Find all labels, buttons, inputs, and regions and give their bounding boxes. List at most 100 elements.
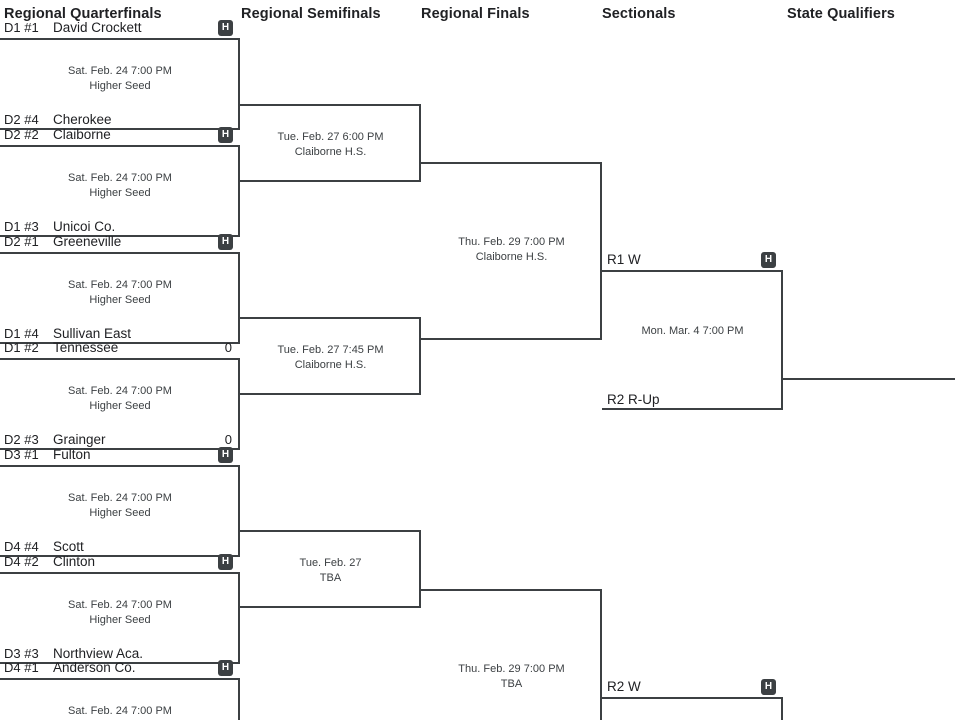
team-row[interactable]: D1 #3 Unicoi Co. bbox=[0, 217, 240, 237]
matchup-info: Sat. Feb. 24 7:00 PM bbox=[0, 704, 240, 719]
matchup-frame bbox=[0, 678, 240, 720]
team-row[interactable]: D2 #3 Grainger 0 bbox=[0, 430, 240, 450]
team-seed: D1 #1 bbox=[4, 20, 39, 35]
team-score: 0 bbox=[224, 432, 232, 447]
matchup-info: Tue. Feb. 27 6:00 PM Claiborne H.S. bbox=[240, 130, 421, 160]
matchup-datetime: Sat. Feb. 24 7:00 PM bbox=[68, 279, 172, 291]
matchup-datetime: Tue. Feb. 27 7:45 PM bbox=[277, 344, 384, 356]
team-seed: D4 #1 bbox=[4, 660, 39, 675]
matchup-frame bbox=[0, 465, 240, 557]
matchup-info: Thu. Feb. 29 7:00 PM TBA bbox=[421, 662, 602, 692]
matchup-info: Tue. Feb. 27 TBA bbox=[240, 556, 421, 586]
host-badge-icon: H bbox=[218, 234, 233, 250]
team-row[interactable]: D4 #1 Anderson Co. H bbox=[0, 658, 240, 678]
team-name: R2 W bbox=[607, 679, 641, 694]
matchup-info: Sat. Feb. 24 7:00 PM Higher Seed bbox=[0, 278, 240, 308]
matchup-frame bbox=[0, 358, 240, 450]
team-name: Sullivan East bbox=[53, 326, 132, 341]
matchup-info: Mon. Mar. 4 7:00 PM bbox=[602, 324, 783, 339]
matchup-venue: Higher Seed bbox=[89, 400, 151, 412]
matchup-venue: Claiborne H.S. bbox=[294, 146, 367, 158]
team-name: Claiborne bbox=[53, 127, 111, 142]
team-row[interactable]: R2 R-Up bbox=[602, 390, 783, 410]
matchup-frame bbox=[0, 38, 240, 130]
matchup-datetime: Thu. Feb. 29 7:00 PM bbox=[458, 663, 565, 675]
team-seed: D2 #1 bbox=[4, 234, 39, 249]
team-seed: D2 #4 bbox=[4, 112, 39, 127]
team-name: Fulton bbox=[53, 447, 91, 462]
matchup-frame bbox=[602, 697, 783, 720]
host-badge-icon: H bbox=[218, 660, 233, 676]
round-header: State Qualifiers bbox=[787, 6, 895, 22]
matchup-venue: Claiborne H.S. bbox=[294, 359, 367, 371]
matchup-datetime: Thu. Feb. 29 7:00 PM bbox=[458, 236, 565, 248]
matchup-venue: Higher Seed bbox=[89, 614, 151, 626]
host-badge-icon: H bbox=[761, 679, 776, 695]
team-name: David Crockett bbox=[53, 20, 142, 35]
team-seed: D1 #3 bbox=[4, 219, 39, 234]
matchup-datetime: Tue. Feb. 27 6:00 PM bbox=[277, 131, 384, 143]
team-row[interactable]: D1 #4 Sullivan East bbox=[0, 324, 240, 344]
matchup-datetime: Sat. Feb. 24 7:00 PM bbox=[68, 705, 172, 717]
matchup-venue: TBA bbox=[500, 678, 523, 690]
matchup-info: Sat. Feb. 24 7:00 PM Higher Seed bbox=[0, 598, 240, 628]
matchup-datetime: Sat. Feb. 24 7:00 PM bbox=[68, 599, 172, 611]
matchup-frame bbox=[240, 317, 421, 395]
team-seed: D4 #2 bbox=[4, 554, 39, 569]
matchup-datetime: Sat. Feb. 24 7:00 PM bbox=[68, 65, 172, 77]
matchup-info: Sat. Feb. 24 7:00 PM Higher Seed bbox=[0, 64, 240, 94]
matchup-venue: Higher Seed bbox=[89, 187, 151, 199]
team-seed: D4 #4 bbox=[4, 539, 39, 554]
matchup-datetime: Tue. Feb. 27 bbox=[299, 557, 362, 569]
matchup-frame bbox=[0, 572, 240, 664]
matchup-frame bbox=[421, 162, 602, 340]
matchup-frame bbox=[421, 589, 602, 720]
matchup-venue: Higher Seed bbox=[89, 294, 151, 306]
host-badge-icon: H bbox=[218, 554, 233, 570]
host-badge-icon: H bbox=[218, 127, 233, 143]
matchup-frame bbox=[240, 104, 421, 182]
host-badge-icon: H bbox=[218, 447, 233, 463]
matchup-info: Thu. Feb. 29 7:00 PM Claiborne H.S. bbox=[421, 235, 602, 265]
team-name: Anderson Co. bbox=[53, 660, 136, 675]
team-seed: D3 #1 bbox=[4, 447, 39, 462]
matchup-frame bbox=[0, 252, 240, 344]
team-name: Grainger bbox=[53, 432, 106, 447]
team-name: R1 W bbox=[607, 252, 641, 267]
matchup-info: Tue. Feb. 27 7:45 PM Claiborne H.S. bbox=[240, 343, 421, 373]
matchup-frame bbox=[240, 530, 421, 608]
round-header: Regional Finals bbox=[421, 6, 530, 22]
team-seed: D1 #4 bbox=[4, 326, 39, 341]
matchup-datetime: Sat. Feb. 24 7:00 PM bbox=[68, 492, 172, 504]
round-header: Regional Semifinals bbox=[241, 6, 381, 22]
team-name: Cherokee bbox=[53, 112, 112, 127]
matchup-venue: Claiborne H.S. bbox=[475, 251, 548, 263]
team-name: Unicoi Co. bbox=[53, 219, 116, 234]
team-name: Greeneville bbox=[53, 234, 122, 249]
team-seed: D1 #2 bbox=[4, 340, 39, 355]
team-row[interactable]: D3 #1 Fulton H bbox=[0, 445, 240, 465]
matchup-frame bbox=[0, 145, 240, 237]
team-row[interactable]: R2 W H bbox=[602, 677, 783, 697]
team-name: R2 R-Up bbox=[607, 392, 660, 407]
matchup-datetime: Mon. Mar. 4 7:00 PM bbox=[641, 325, 744, 337]
team-row[interactable]: D2 #4 Cherokee bbox=[0, 110, 240, 130]
team-row[interactable]: D2 #1 Greeneville H bbox=[0, 232, 240, 252]
matchup-datetime: Sat. Feb. 24 7:00 PM bbox=[68, 385, 172, 397]
matchup-venue: TBA bbox=[319, 572, 342, 584]
team-seed: D2 #3 bbox=[4, 432, 39, 447]
bracket-connector bbox=[783, 378, 955, 380]
matchup-frame bbox=[602, 270, 783, 410]
matchup-venue: Higher Seed bbox=[89, 80, 151, 92]
team-name: Northview Aca. bbox=[53, 646, 144, 661]
